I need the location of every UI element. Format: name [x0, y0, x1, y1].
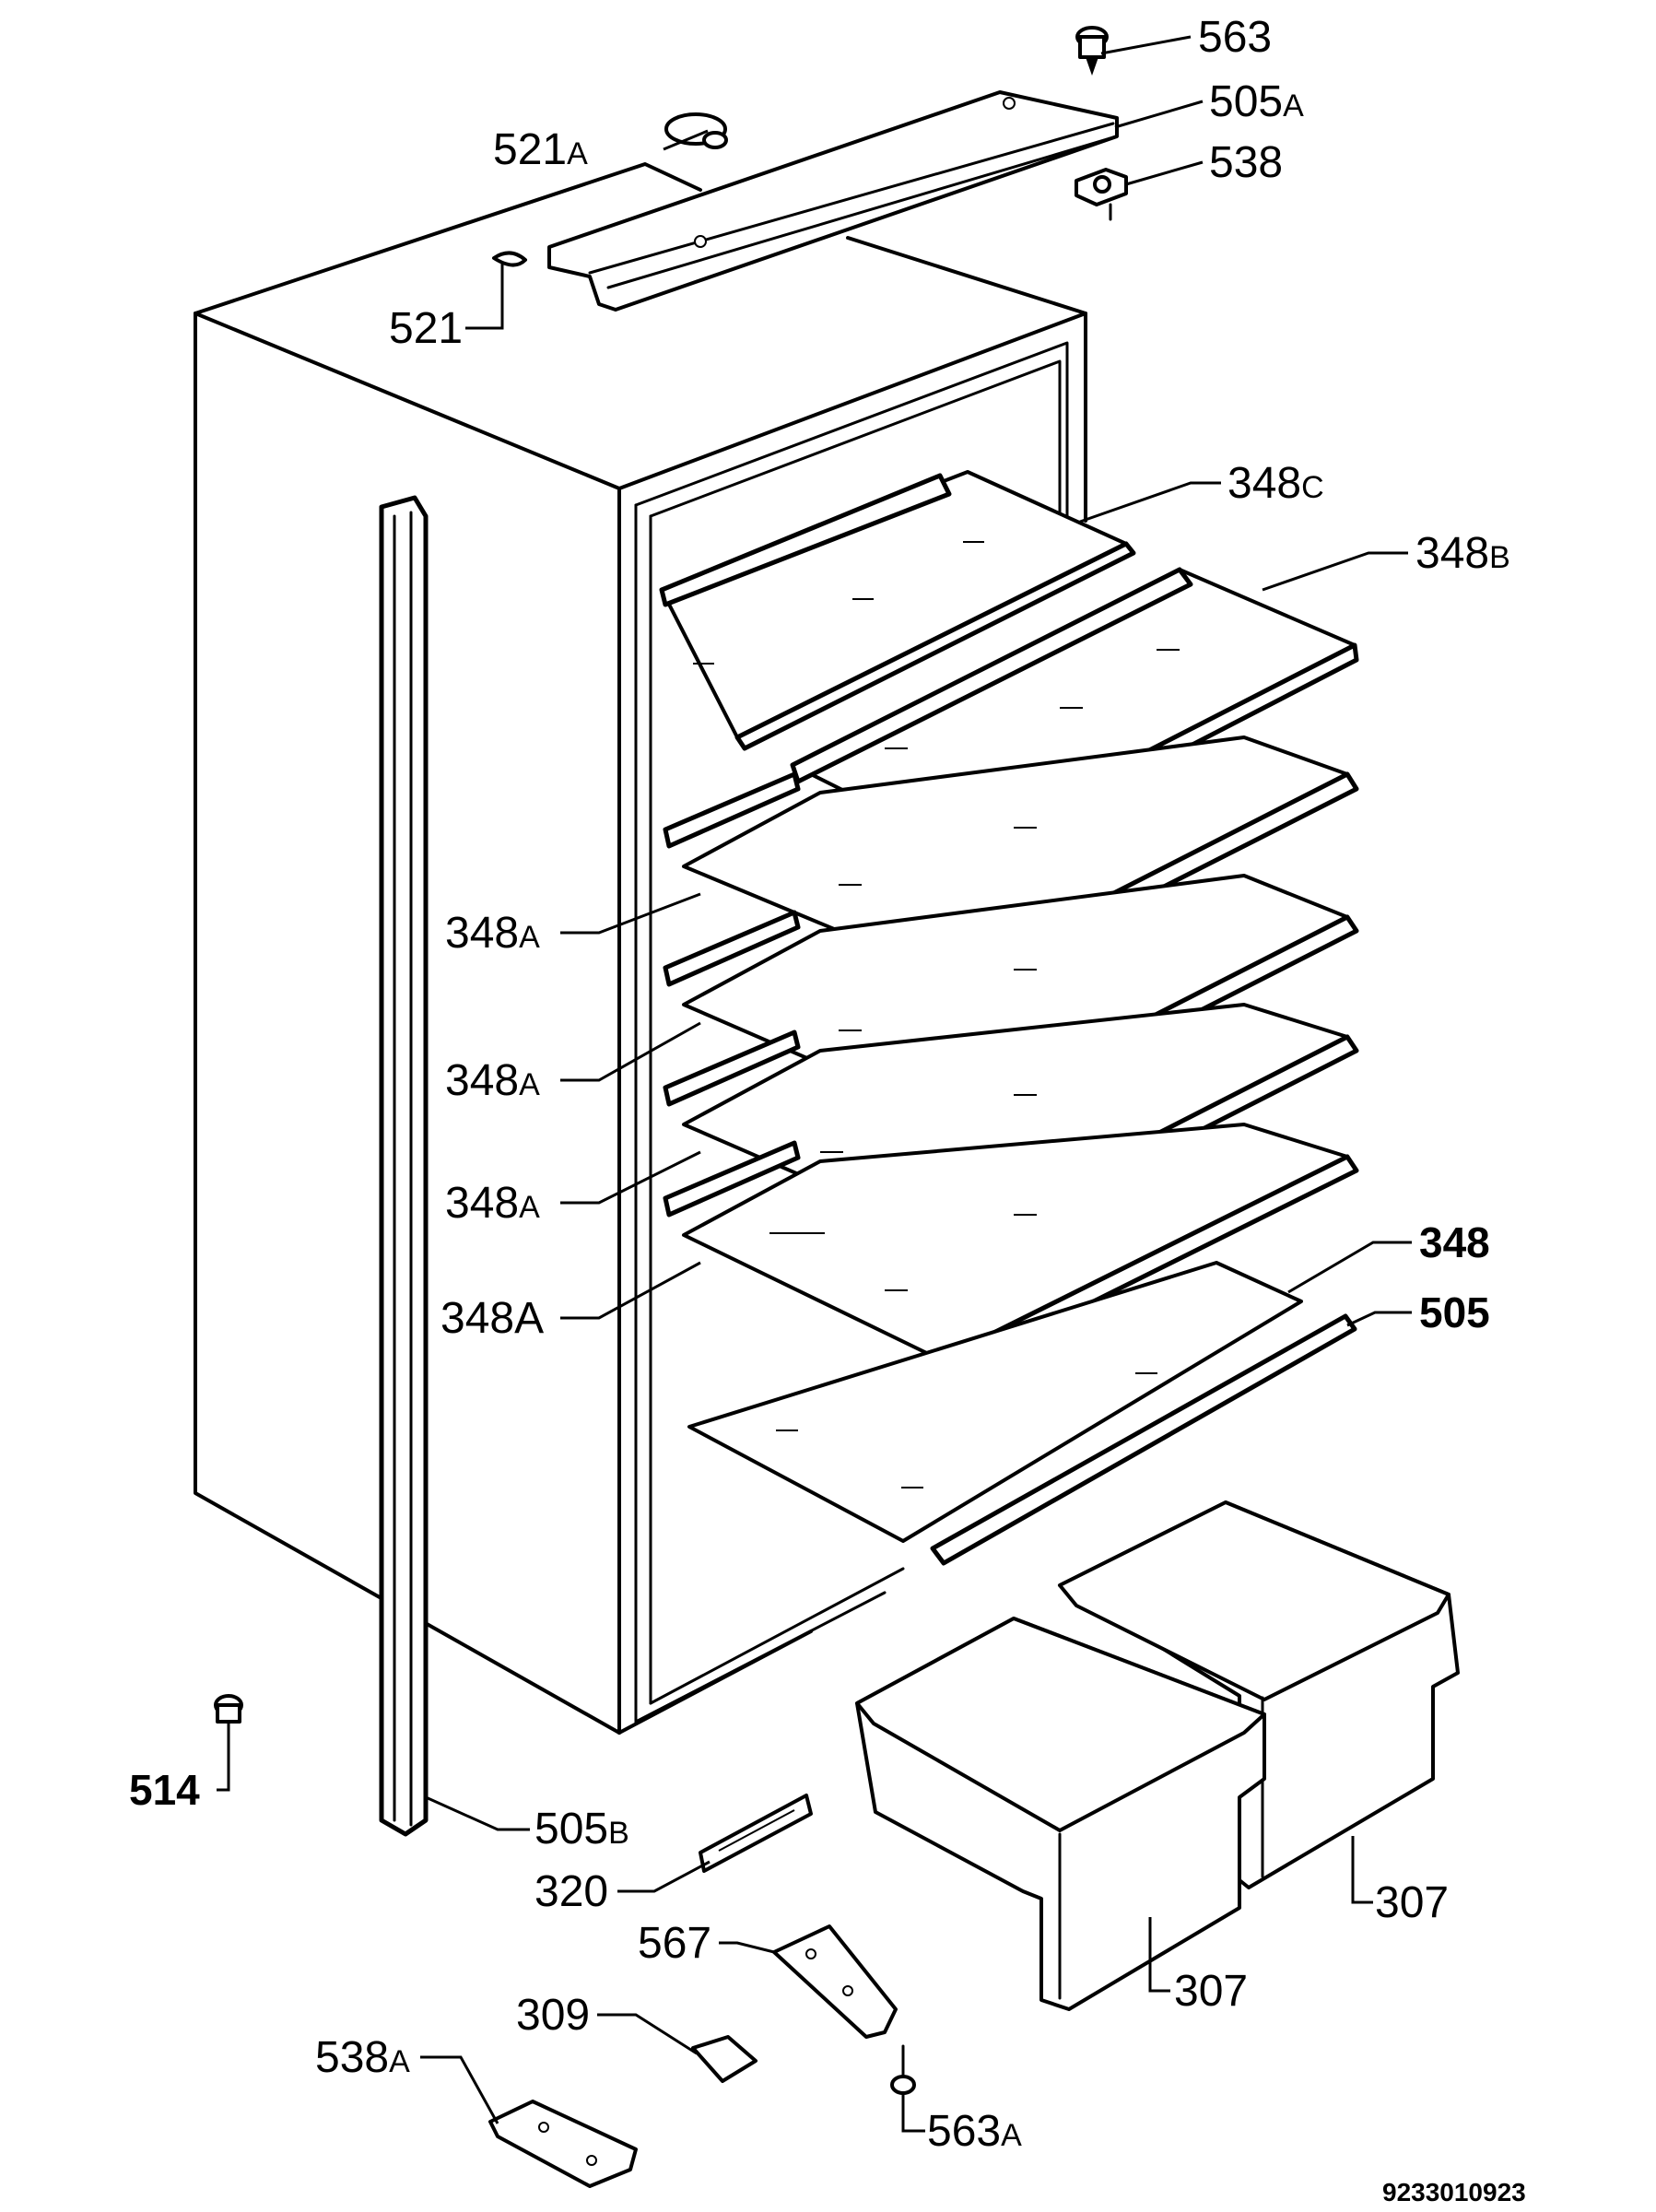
cover-309-icon	[691, 2035, 758, 2083]
label-505: 505	[1419, 1288, 1490, 1336]
vent-grille-320-icon	[699, 1794, 813, 1873]
hinge-pin-563-icon	[1075, 26, 1109, 76]
cabinet-body	[194, 162, 1087, 1735]
label-307-left: 307	[1174, 1967, 1248, 2016]
hinge-plate-538a-icon	[488, 2100, 638, 2188]
label-348a-1: 348A	[445, 909, 540, 958]
label-505a: 505A	[1209, 77, 1304, 126]
label-348a-2: 348A	[445, 1056, 540, 1105]
leader-lines	[217, 35, 1412, 2133]
hinge-pin-563a-icon	[890, 2044, 916, 2095]
label-538a: 538A	[315, 2033, 410, 2082]
cover-cap-521-icon	[492, 251, 527, 267]
front-strip-505	[930, 1313, 1357, 1566]
label-538: 538	[1209, 138, 1283, 187]
label-309: 309	[516, 1991, 590, 2040]
label-348a-4: 348A	[440, 1294, 544, 1343]
label-563: 563	[1198, 13, 1272, 62]
crisper-drawer-right	[1058, 1500, 1460, 1889]
drawing-code: 9233010923	[1382, 2178, 1526, 2206]
label-348c: 348C	[1227, 459, 1324, 508]
label-514: 514	[129, 1766, 200, 1814]
label-348b: 348B	[1415, 529, 1510, 578]
label-320: 320	[534, 1867, 608, 1916]
label-348a-3: 348A	[445, 1179, 540, 1228]
glass-plate-348	[687, 1261, 1303, 1543]
label-505b: 505B	[534, 1805, 629, 1853]
shelf-348c	[659, 470, 1136, 751]
part-labels: 563 505A 521A 538 521 348C 348B 348A 348…	[129, 13, 1526, 2206]
label-567: 567	[638, 1919, 711, 1968]
label-563a: 563A	[927, 2107, 1022, 2156]
label-348: 348	[1419, 1218, 1490, 1266]
leveling-foot-514-icon	[214, 1694, 243, 1724]
label-521: 521	[389, 304, 463, 353]
label-521a: 521A	[493, 125, 588, 174]
hinge-block-538-icon	[1075, 168, 1128, 221]
crisper-drawer-left	[855, 1617, 1266, 2011]
top-hinge-rail	[547, 90, 1119, 312]
door-seal-strip	[379, 495, 429, 1837]
hinge-cap-521a-icon	[664, 112, 728, 149]
bracket-567-icon	[772, 1924, 898, 2039]
label-307-right: 307	[1375, 1878, 1449, 1927]
